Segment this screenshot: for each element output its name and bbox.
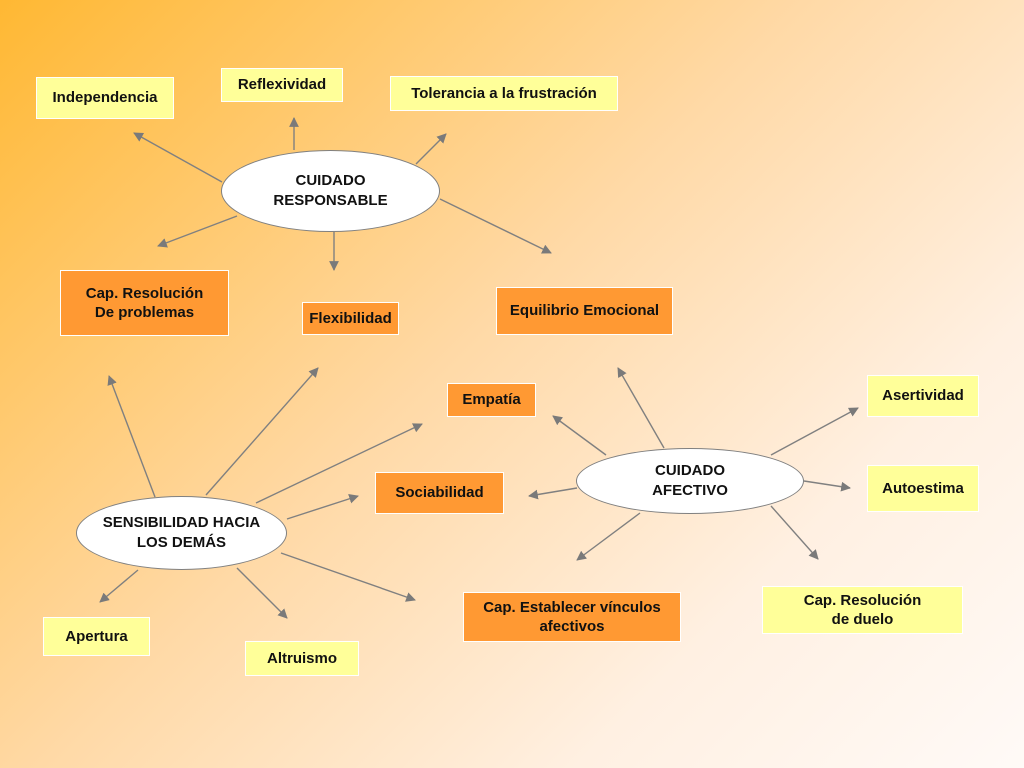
box-cap-resolucion-duelo: Cap. Resolución de duelo [762, 586, 963, 634]
arrow-responsable-equilibrio [439, 198, 552, 254]
arrow-sensibilidad-apertura [99, 569, 139, 603]
hub-cuidado-responsable: CUIDADO RESPONSABLE [221, 150, 440, 232]
arrow-sensibilidad-cap-resolucion [107, 375, 156, 498]
arrow-afectivo-vinculos [576, 512, 641, 561]
arrow-afectivo-autoestima [803, 480, 851, 492]
box-autoestima: Autoestima [867, 465, 979, 512]
arrow-afectivo-duelo [770, 505, 819, 560]
box-equilibrio-emocional: Equilibrio Emocional [496, 287, 673, 335]
arrow-responsable-cap-resolucion [157, 215, 238, 248]
arrow-sensibilidad-altruismo [236, 567, 288, 619]
arrow-sensibilidad-vinculos [280, 552, 416, 602]
arrow-responsable-independencia [133, 132, 223, 183]
arrow-afectivo-sociabilidad [528, 487, 578, 500]
box-altruismo: Altruismo [245, 641, 359, 676]
box-empatia: Empatía [447, 383, 536, 417]
hub-cuidado-afectivo: CUIDADO AFECTIVO [576, 448, 804, 514]
arrow-sensibilidad-flexibilidad [205, 367, 319, 496]
box-apertura: Apertura [43, 617, 150, 656]
hub-sensibilidad-hacia-los-demas: SENSIBILIDAD HACIA LOS DEMÁS [76, 496, 287, 570]
arrow-afectivo-empatia [552, 415, 607, 456]
arrow-afectivo-asertividad [770, 407, 859, 456]
box-cap-establecer-vinculos: Cap. Establecer vínculos afectivos [463, 592, 681, 642]
box-independencia: Independencia [36, 77, 174, 119]
box-cap-resolucion-problemas: Cap. Resolución De problemas [60, 270, 229, 336]
box-tolerancia-frustracion: Tolerancia a la frustración [390, 76, 618, 111]
box-reflexividad: Reflexividad [221, 68, 343, 102]
arrow-sensibilidad-empatia [255, 423, 423, 504]
box-flexibilidad: Flexibilidad [302, 302, 399, 335]
arrow-afectivo-equilibrio [617, 367, 665, 449]
box-sociabilidad: Sociabilidad [375, 472, 504, 514]
arrow-sensibilidad-sociabilidad [286, 494, 359, 520]
box-asertividad: Asertividad [867, 375, 979, 417]
arrow-responsable-tolerancia [415, 133, 447, 165]
